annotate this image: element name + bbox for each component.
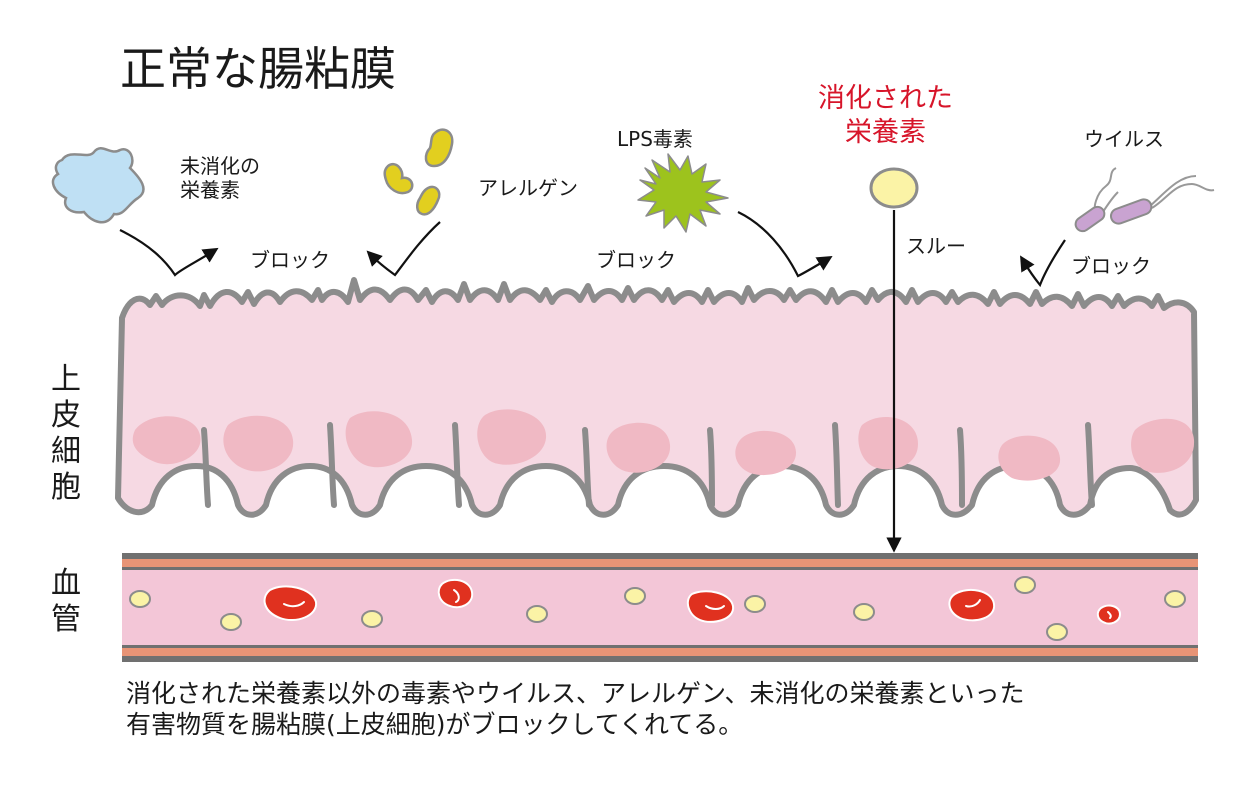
label-digested-nutrient: 消化された 栄養素 [818,83,953,148]
label-through: スルー [906,234,966,258]
label-virus: ウイルス [1084,127,1164,151]
vessel-wall [122,553,1198,662]
page-title: 正常な腸粘膜 [120,42,396,96]
label-allergen: アレルゲン [478,176,578,200]
caption: 消化された栄養素以外の毒素やウイルス、アレルゲン、未消化の栄養素といった 有害物… [126,679,1025,739]
label-blood-vessel: 血 管 [51,566,81,637]
digested-nutrient [869,167,919,209]
label-epithelial-cells: 上 皮 細 胞 [51,362,81,505]
block-arrow-virus [1020,239,1066,288]
label-block-2: ブロック [596,248,676,272]
block-arrow-allergen [366,221,441,277]
cell-dividers [201,422,1095,508]
lps-toxin [637,153,729,233]
undigested-nutrient-blob [51,147,145,224]
label-block-1: ブロック [250,248,330,272]
label-lps-toxin: LPS毒素 [617,127,693,151]
label-undigested-nutrient: 未消化の 栄養素 [180,154,260,202]
red-blood-cells [263,578,1122,625]
label-block-3: ブロック [1071,254,1151,278]
red-cell-highlights [283,589,1112,619]
allergen-particles [383,128,454,216]
block-arrow-undigested [119,229,219,277]
nutrient-particles [129,576,1186,641]
block-arrow-lps [737,211,833,278]
block-arrows [119,211,1066,288]
cell-nuclei [132,409,1195,481]
virus-particles [1074,167,1215,233]
